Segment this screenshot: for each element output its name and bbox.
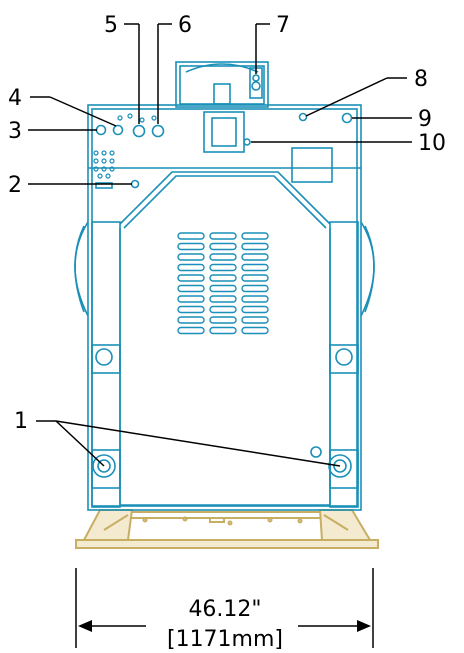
- louver-slot: [241, 326, 269, 335]
- louver-slot: [209, 263, 237, 272]
- dimension-imperial: 46.12": [188, 597, 261, 622]
- louver-slot: [209, 295, 237, 303]
- panel-dot: [97, 173, 103, 179]
- louver-slot: [209, 274, 237, 282]
- panel-dot: [101, 150, 107, 156]
- port-9: [341, 112, 353, 124]
- louver-slot: [241, 242, 269, 251]
- louver-slot: [177, 242, 205, 251]
- callout-4: 4: [8, 86, 22, 111]
- width-dimension: [75, 568, 374, 648]
- louver-slot: [241, 263, 269, 272]
- ventilation-louvers: [177, 232, 269, 335]
- louver-slot: [241, 253, 269, 261]
- louver-slot: [209, 316, 237, 324]
- port-8: [298, 112, 308, 122]
- panel-dot: [117, 115, 123, 121]
- louver-slot: [209, 326, 237, 335]
- panel-dot: [127, 113, 133, 119]
- louver-slot: [177, 284, 205, 293]
- callout-numbers: 1 2 3 4 5 6 7 8 9 10: [8, 13, 446, 434]
- louver-slot: [209, 253, 237, 261]
- louver-slot: [177, 274, 205, 282]
- callout-9: 9: [418, 107, 432, 132]
- dimension-metric: [1171mm]: [167, 627, 283, 652]
- port-7: [252, 74, 260, 82]
- base-skid: [75, 509, 379, 549]
- louver-slot: [177, 232, 205, 240]
- port-3: [95, 124, 107, 136]
- louver-slot: [241, 295, 269, 303]
- callout-6: 6: [178, 13, 192, 38]
- louver-slot: [177, 326, 205, 335]
- panel-dot: [139, 117, 145, 123]
- port-5: [132, 124, 146, 138]
- panel-dot: [93, 158, 99, 164]
- panel-dot: [93, 150, 99, 156]
- control-dot-cluster: [93, 113, 157, 179]
- callout-1: 1: [14, 409, 28, 434]
- louver-slot: [177, 253, 205, 261]
- port-2: [130, 179, 140, 189]
- callout-10: 10: [418, 131, 446, 156]
- louver-slot: [177, 263, 205, 272]
- callout-7: 7: [276, 13, 290, 38]
- panel-dot: [101, 166, 107, 172]
- louver-slot: [209, 284, 237, 293]
- leader-lines: [28, 23, 412, 467]
- panel-dot: [101, 158, 107, 164]
- louver-slot: [177, 305, 205, 314]
- louver-slot: [241, 305, 269, 314]
- louver-slot: [241, 232, 269, 240]
- callout-3: 3: [8, 119, 22, 144]
- port-6: [151, 124, 165, 138]
- louver-slot: [209, 242, 237, 251]
- callout-2: 2: [8, 173, 22, 198]
- louver-slot: [177, 316, 205, 324]
- louver-slot: [241, 274, 269, 282]
- louver-slot: [241, 316, 269, 324]
- panel-dot: [105, 173, 111, 179]
- callout-5: 5: [104, 13, 118, 38]
- port-4: [112, 124, 124, 136]
- louver-slot: [209, 305, 237, 314]
- panel-dot: [151, 115, 157, 121]
- panel-dot: [109, 166, 115, 172]
- unit-body: [74, 61, 375, 511]
- louver-slot: [209, 232, 237, 240]
- panel-dot: [109, 150, 115, 156]
- louver-slot: [241, 284, 269, 293]
- callout-8: 8: [414, 67, 428, 92]
- port-10: [243, 138, 251, 146]
- connection-ports: [95, 74, 353, 189]
- louver-slot: [177, 295, 205, 303]
- panel-dot: [109, 158, 115, 164]
- panel-dot: [93, 166, 99, 172]
